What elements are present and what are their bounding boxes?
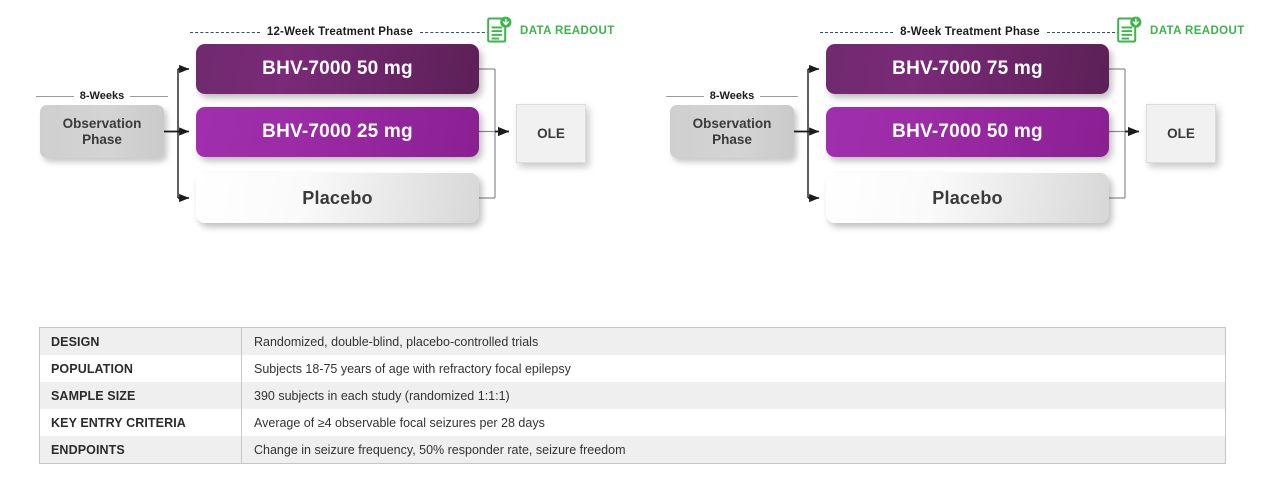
table-row-value: Subjects 18-75 years of age with refract… <box>254 361 571 376</box>
table-row-key: POPULATION <box>51 361 134 376</box>
table-row-value: Change in seizure frequency, 50% respond… <box>254 442 626 457</box>
table-row: DESIGN Randomized, double-blind, placebo… <box>40 328 1225 355</box>
observation-duration-header: 8-Weeks <box>36 88 168 104</box>
dashed-rule-left <box>190 31 260 33</box>
study-specs-table: DESIGN Randomized, double-blind, placebo… <box>39 327 1226 464</box>
data-readout-marker: DATA READOUT <box>1117 14 1245 48</box>
observation-duration-label: 8-Weeks <box>79 90 125 102</box>
open-label-extension-label: OLE <box>537 126 565 141</box>
trial-diagram-2: 8-Week Treatment Phase DATA READOUT 8-We… <box>630 0 1270 250</box>
column-divider <box>241 328 242 355</box>
observation-duration-label: 8-Weeks <box>709 90 755 102</box>
column-divider <box>241 409 242 436</box>
column-divider <box>241 382 242 409</box>
treatment-phase-label: 8-Week Treatment Phase <box>900 26 1040 38</box>
data-readout-label: DATA READOUT <box>1150 25 1245 37</box>
rule-right <box>130 95 168 97</box>
rule-left <box>36 95 74 97</box>
observation-phase-text: Observation Phase <box>693 116 772 148</box>
treatment-phase-header: 12-Week Treatment Phase <box>190 23 491 41</box>
table-row: POPULATION Subjects 18-75 years of age w… <box>40 355 1225 382</box>
treatment-phase-label: 12-Week Treatment Phase <box>266 26 414 38</box>
dashed-rule-right <box>1046 31 1121 33</box>
observation-phase-text: Observation Phase <box>63 116 142 148</box>
treatment-arm-label: BHV-7000 75 mg <box>892 58 1043 79</box>
treatment-phase-header: 8-Week Treatment Phase <box>820 23 1121 41</box>
data-readout-marker: DATA READOUT <box>487 14 615 48</box>
treatment-arm-label: BHV-7000 50 mg <box>892 121 1043 142</box>
table-row: ENDPOINTS Change in seizure frequency, 5… <box>40 436 1225 463</box>
table-row-key: SAMPLE SIZE <box>51 388 136 403</box>
document-download-icon <box>487 16 513 46</box>
table-row-value: Average of ≥4 observable focal seizures … <box>254 415 545 430</box>
column-divider <box>241 355 242 382</box>
observation-phase-box: Observation Phase <box>40 105 164 158</box>
observation-phase-box: Observation Phase <box>670 105 794 158</box>
treatment-arm: BHV-7000 50 mg <box>826 107 1109 157</box>
treatment-arm-label: Placebo <box>932 187 1003 208</box>
table-row: SAMPLE SIZE 390 subjects in each study (… <box>40 382 1225 409</box>
treatment-arm-label: BHV-7000 25 mg <box>262 121 413 142</box>
observation-phase-line2: Phase <box>712 131 752 147</box>
observation-phase-line2: Phase <box>82 131 122 147</box>
trial-diagram-1: 12-Week Treatment Phase DATA READOUT 8-W… <box>0 0 640 250</box>
treatment-arm: Placebo <box>826 173 1109 223</box>
observation-phase-line1: Observation <box>62 115 142 131</box>
treatment-arm: BHV-7000 25 mg <box>196 107 479 157</box>
open-label-extension-box: OLE <box>516 104 586 163</box>
treatment-arm: BHV-7000 75 mg <box>826 44 1109 94</box>
dashed-rule-right <box>420 31 491 33</box>
treatment-arm-label: Placebo <box>302 187 373 208</box>
dashed-rule-left <box>820 31 894 33</box>
table-row-key: KEY ENTRY CRITERIA <box>51 415 186 430</box>
table-row-value: 390 subjects in each study (randomized 1… <box>254 388 510 403</box>
table-row-key: ENDPOINTS <box>51 442 125 457</box>
rule-left <box>666 95 704 97</box>
treatment-arm-label: BHV-7000 50 mg <box>262 58 413 79</box>
data-readout-label: DATA READOUT <box>520 25 615 37</box>
open-label-extension-label: OLE <box>1167 126 1195 141</box>
table-row-value: Randomized, double-blind, placebo-contro… <box>254 334 539 349</box>
table-row: KEY ENTRY CRITERIA Average of ≥4 observa… <box>40 409 1225 436</box>
observation-phase-line1: Observation <box>692 115 772 131</box>
observation-duration-header: 8-Weeks <box>666 88 798 104</box>
rule-right <box>760 95 798 97</box>
column-divider <box>241 436 242 463</box>
table-row-key: DESIGN <box>51 334 100 349</box>
open-label-extension-box: OLE <box>1146 104 1216 163</box>
treatment-arm: Placebo <box>196 173 479 223</box>
document-download-icon <box>1117 16 1143 46</box>
treatment-arm: BHV-7000 50 mg <box>196 44 479 94</box>
